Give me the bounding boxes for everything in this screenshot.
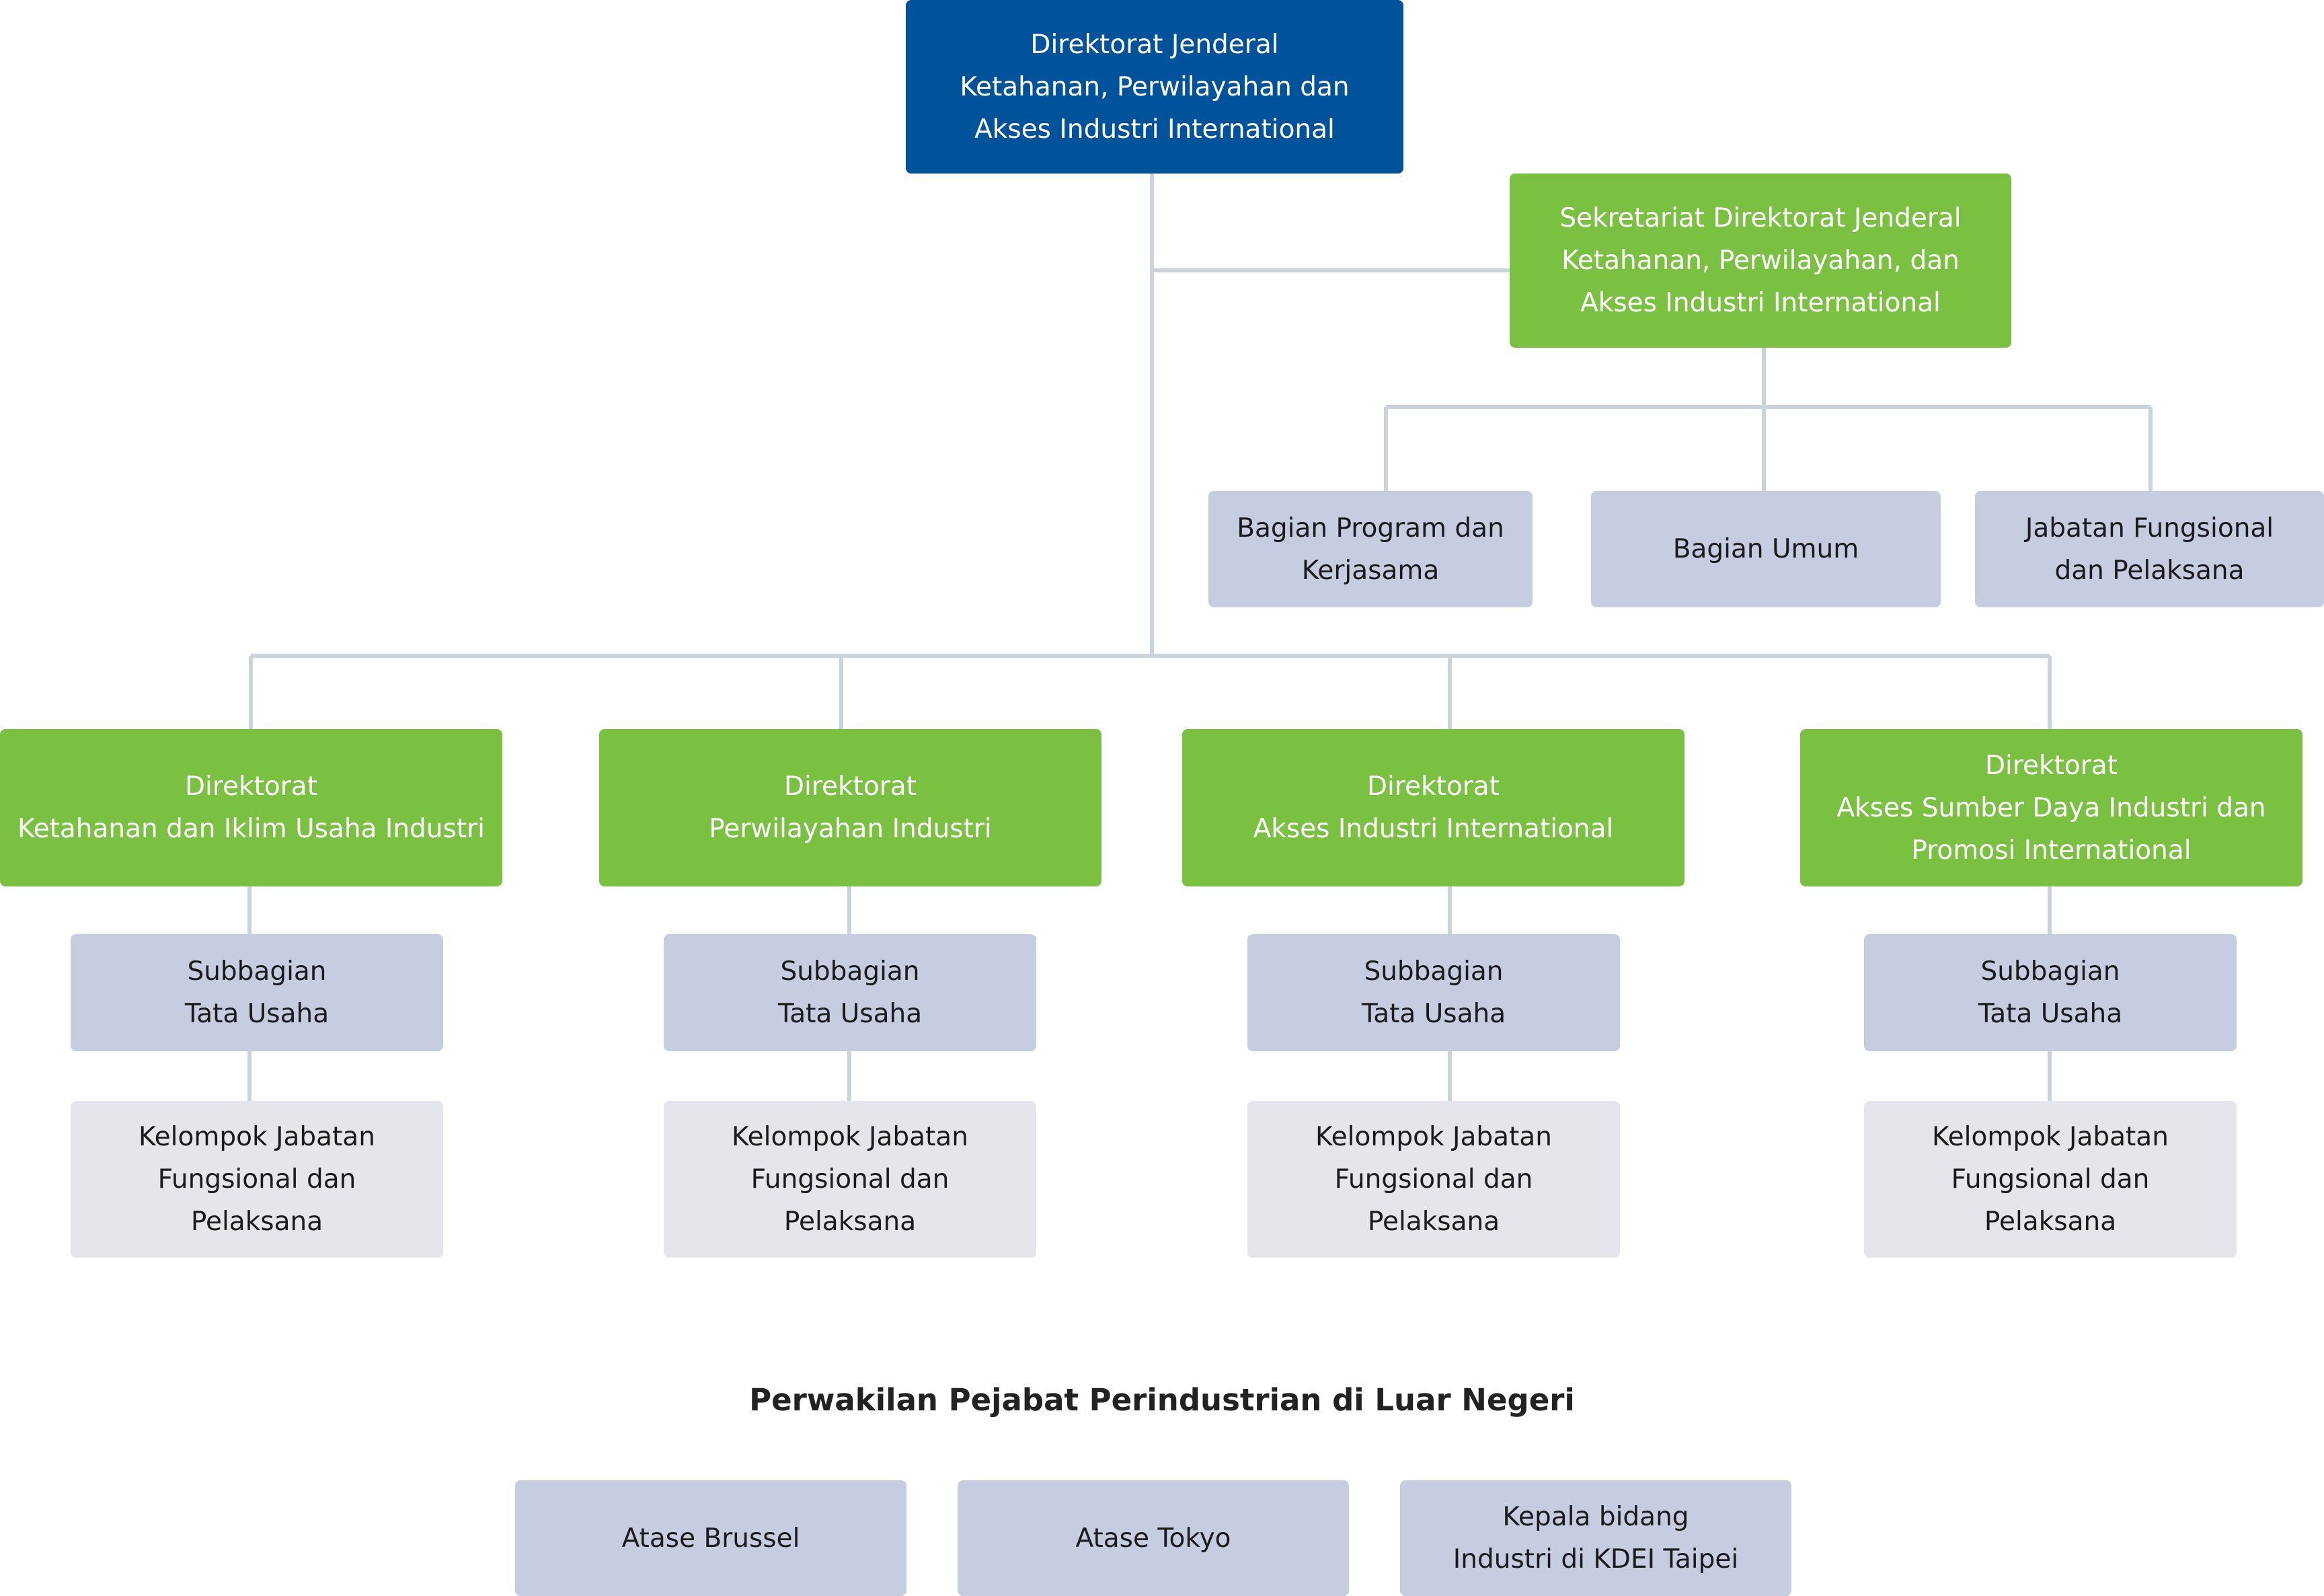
overseas-title: Perwakilan Pejabat Perindustrian di Luar… <box>749 1382 1575 1418</box>
overseas-office-taipei: Kepala bidang Industri di KDEI Taipei <box>1400 1480 1791 1596</box>
group-box-1: Kelompok Jabatan Fungsional dan Pelaksan… <box>71 1101 443 1258</box>
subbagian-box-1: Subbagian Tata Usaha <box>71 934 443 1051</box>
group-box-3: Kelompok Jabatan Fungsional dan Pelaksan… <box>1247 1101 1620 1258</box>
secretariat-box: Sekretariat Direktorat Jenderal Ketahana… <box>1510 174 2011 348</box>
directorate-box-4: Direktorat Akses Sumber Daya Industri da… <box>1800 729 2302 886</box>
group-box-2: Kelompok Jabatan Fungsional dan Pelaksan… <box>664 1101 1036 1258</box>
overseas-office-tokyo: Atase Tokyo <box>958 1480 1349 1596</box>
secretariat-unit-umum: Bagian Umum <box>1591 491 1941 607</box>
group-box-4: Kelompok Jabatan Fungsional dan Pelaksan… <box>1864 1101 2237 1258</box>
secretariat-unit-program: Bagian Program dan Kerjasama <box>1208 491 1533 607</box>
subbagian-box-2: Subbagian Tata Usaha <box>664 934 1036 1051</box>
director-general-box: Direktorat Jenderal Ketahanan, Perwilaya… <box>906 0 1403 174</box>
secretariat-unit-jabatan: Jabatan Fungsional dan Pelaksana <box>1975 491 2324 607</box>
directorate-box-3: Direktorat Akses Industri International <box>1182 729 1684 886</box>
subbagian-box-4: Subbagian Tata Usaha <box>1864 934 2237 1051</box>
subbagian-box-3: Subbagian Tata Usaha <box>1247 934 1620 1051</box>
directorate-box-1: Direktorat Ketahanan dan Iklim Usaha Ind… <box>0 729 502 886</box>
overseas-office-brussel: Atase Brussel <box>515 1480 906 1596</box>
directorate-box-2: Direktorat Perwilayahan Industri <box>599 729 1101 886</box>
